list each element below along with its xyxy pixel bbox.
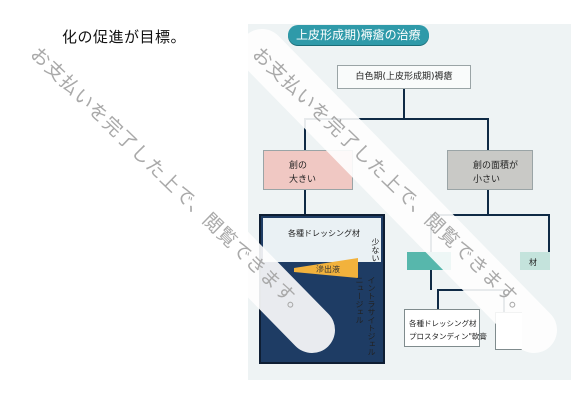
connector-line bbox=[487, 118, 489, 150]
connector-line bbox=[430, 214, 550, 216]
intrasite-gel-label: イントラサイトジェル bbox=[367, 276, 376, 356]
body-text-line: 化の促進が目標。 bbox=[62, 28, 187, 46]
root-node: 白色期(上皮形成期)褥瘡 bbox=[337, 65, 471, 89]
large-wound-node: 創の 大きい bbox=[263, 150, 353, 190]
dressing-ointment-node: 各種ドレッシング材 プロスタンディン"軟膏 bbox=[404, 309, 487, 347]
connector-line bbox=[548, 214, 550, 252]
dressing-panel-header bbox=[263, 218, 381, 262]
ointment-line: プロスタンディン"軟膏 bbox=[409, 332, 487, 341]
small-wound-line2: 小さい bbox=[473, 175, 501, 185]
exudate-scale-label: 少ない bbox=[371, 238, 380, 262]
connector-line bbox=[487, 190, 489, 214]
exudate-label: 滲出液 bbox=[316, 265, 340, 274]
connector-line bbox=[437, 289, 439, 309]
small-wound-node: 創の面積が 小さい bbox=[447, 150, 533, 190]
nugel-label: ニュージェル bbox=[355, 276, 364, 324]
figure-title: 上皮形成期)褥瘡の治療 bbox=[288, 25, 429, 45]
connector-line bbox=[304, 118, 306, 150]
large-wound-line2: 大きい bbox=[289, 175, 317, 185]
dressing-line: 各種ドレッシング材 bbox=[409, 319, 477, 328]
connector-line bbox=[304, 190, 306, 214]
dressing-panel-label: 各種ドレッシング材 bbox=[288, 229, 360, 238]
connector-line bbox=[430, 270, 432, 290]
small-wound-line1: 創の面積が bbox=[473, 161, 519, 171]
connector-line bbox=[304, 118, 488, 120]
treatment-box-label: 材 bbox=[529, 258, 537, 267]
exudate-wedge-icon bbox=[294, 258, 358, 278]
large-wound-line1: 創の bbox=[289, 161, 308, 171]
connector-line bbox=[403, 89, 405, 119]
treatment-box bbox=[520, 252, 550, 270]
